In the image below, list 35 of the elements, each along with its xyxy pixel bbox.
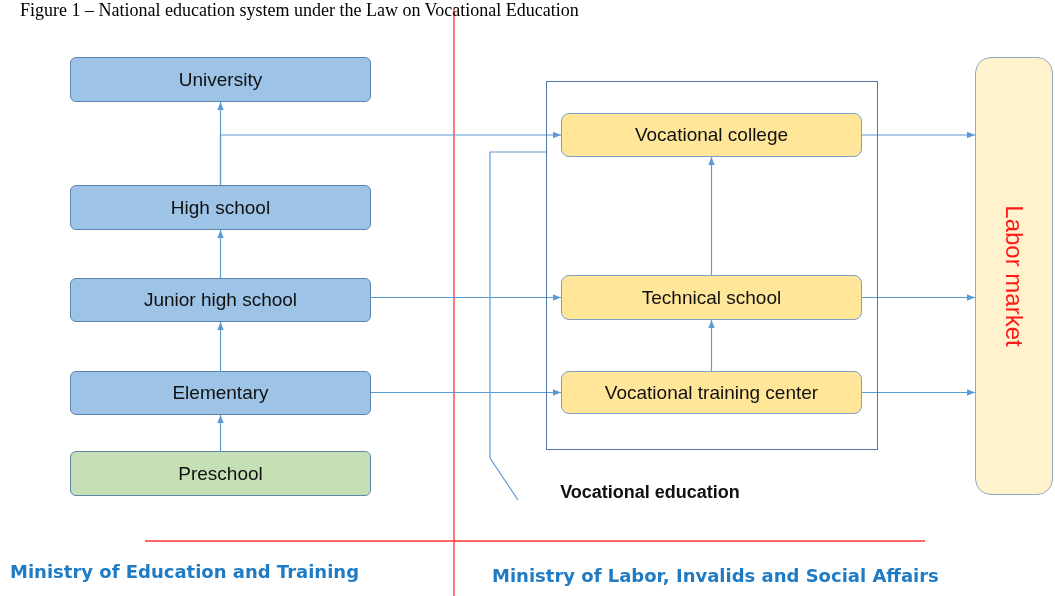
market-label: Labor market: [1000, 205, 1028, 347]
market-box: [975, 57, 1053, 495]
arrow: [217, 229, 224, 279]
school-name: Vocational college: [634, 124, 789, 146]
school-name: High school: [170, 196, 271, 219]
school-name: University: [178, 68, 263, 91]
school-box: [70, 278, 371, 322]
arrow: [861, 294, 976, 301]
arrow: [708, 156, 715, 276]
group-label: Vocational education: [560, 481, 740, 503]
school-box: [561, 371, 862, 414]
ministry-label: Ministry of Labor, Invalids and Social Affairs: [492, 565, 939, 586]
arrow: [370, 389, 562, 396]
school-name: Vocational training center: [604, 381, 819, 404]
school-box: [70, 371, 371, 415]
school-name: Technical school: [641, 286, 782, 309]
leader-line: [489, 151, 547, 501]
school-box: [70, 185, 371, 230]
school-name: Junior high school: [143, 289, 298, 311]
group-frame: [546, 81, 878, 450]
arrow: [708, 319, 715, 372]
figure-title: Figure 1 – National education system under the Law on Vocational Education: [20, 0, 579, 21]
school-box: [561, 113, 862, 157]
school-box: [70, 451, 371, 496]
arrow: [861, 131, 976, 139]
arrow: [219, 131, 562, 186]
school-box: [70, 57, 371, 102]
arrow: [861, 389, 976, 396]
school-name: Preschool: [178, 462, 263, 485]
arrow: [370, 294, 562, 301]
ministry-label: Ministry of Education and Training: [10, 561, 360, 582]
arrow: [217, 414, 224, 452]
school-box: [561, 275, 862, 320]
school-name: Elementary: [172, 382, 269, 404]
arrow: [217, 321, 224, 372]
